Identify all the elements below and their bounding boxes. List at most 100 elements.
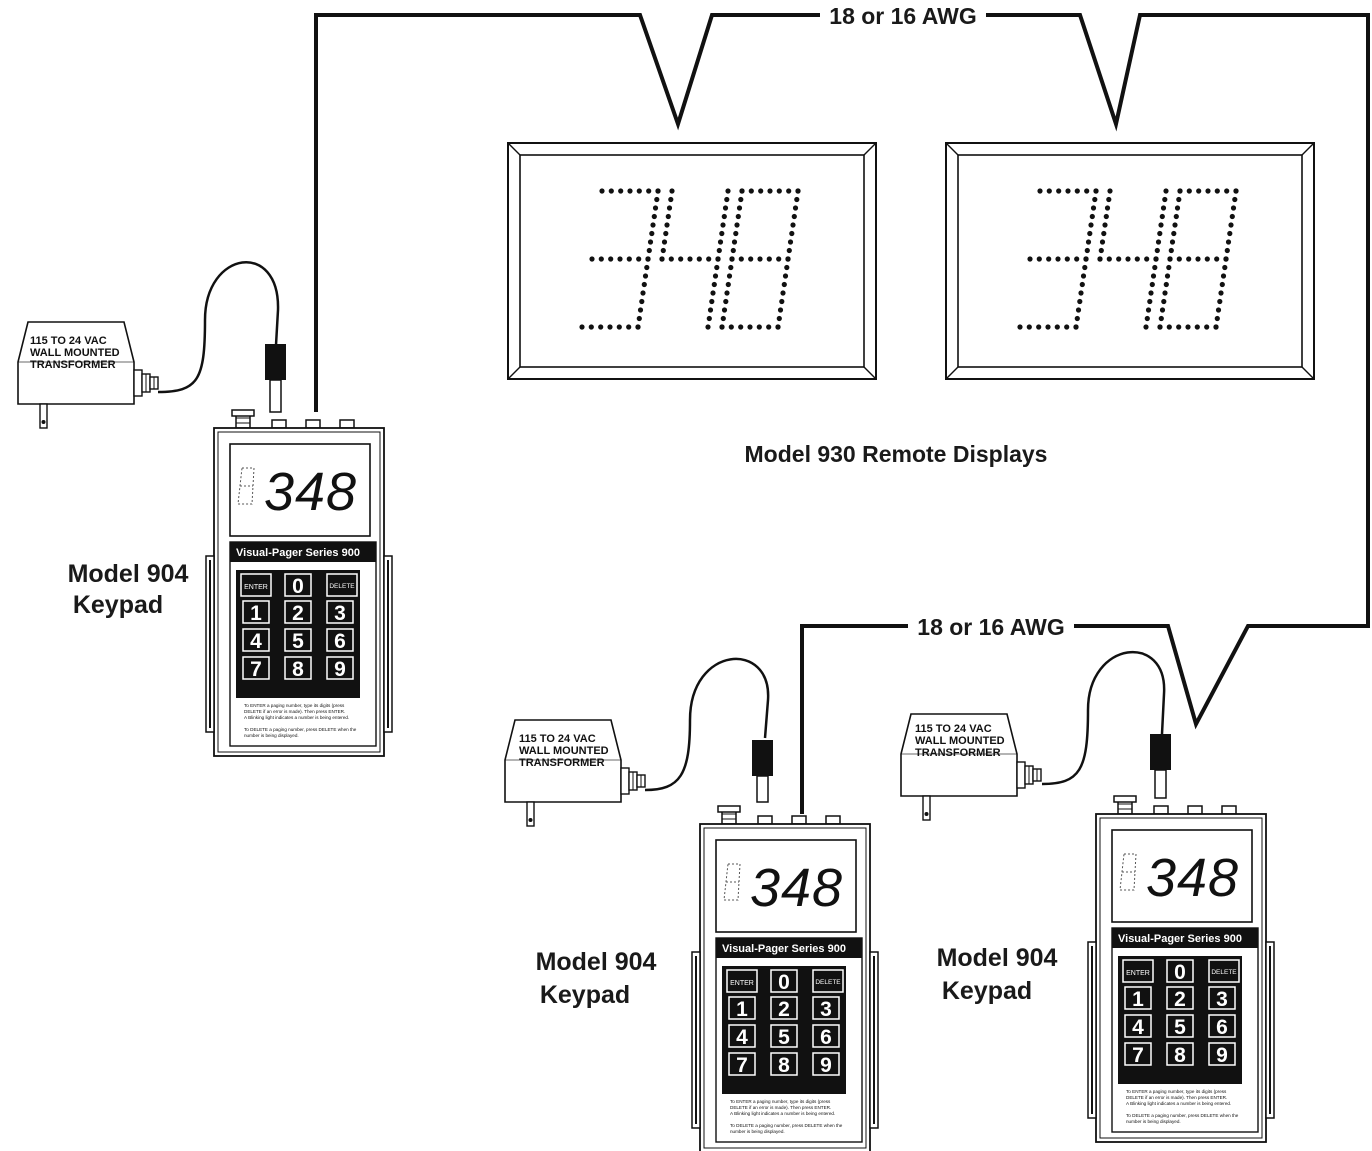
display-led-dot [779, 298, 785, 305]
display-led-dot [649, 230, 655, 237]
display-led-dot [728, 264, 734, 271]
display-led-dot [747, 324, 753, 330]
keypad-1-key-3: 3 [334, 602, 346, 625]
display-led-dot [1172, 222, 1178, 228]
keypad-1-key-4: 4 [250, 630, 262, 653]
display-led-dot [1144, 315, 1150, 322]
display-led-dot [716, 247, 722, 254]
keypad-2: 348 Visual-Pager Series 900 ENTER 0 DELE… [691, 805, 879, 1151]
display-led-dot [664, 222, 670, 228]
keypad-2-instr-1: To ENTER a paging number, type its digit… [730, 1099, 831, 1104]
display-led-dot [1157, 230, 1163, 237]
display-led-dot [1215, 307, 1222, 313]
display-led-dot [636, 315, 642, 322]
keypad-1-key-1: 1 [250, 602, 262, 625]
display-led-dot [1106, 196, 1112, 203]
keypad-1: 348 Visual-Pager Series 900 ENTER 0 DELE… [205, 409, 393, 757]
display-led-dot [792, 205, 799, 211]
display-led-dot [654, 196, 660, 203]
display-led-dot [706, 315, 712, 322]
display-led-dot [636, 188, 642, 194]
display-led-dot [1090, 205, 1097, 211]
display-led-dot [687, 256, 693, 262]
display-led-dot [1144, 256, 1150, 262]
wire-label-bottom: 18 or 16 AWG [917, 614, 1064, 640]
keypad-2-enter-key: ENTER [730, 980, 754, 987]
remote-display-1-digits [579, 188, 801, 330]
display-led-dot [711, 281, 717, 288]
display-led-dot [729, 256, 735, 262]
display-led-dot [637, 307, 644, 313]
display-led-dot [1224, 247, 1230, 254]
keypad-3-instr-4: To DELETE a paging number, press DELETE … [1126, 1113, 1239, 1118]
display-led-dot [1082, 264, 1088, 271]
display-led-dot [1166, 264, 1172, 271]
display-led-dot [1116, 256, 1122, 262]
transformer-3: 115 TO 24 VAC WALL MOUNTED TRANSFORMER [900, 713, 1042, 821]
display-led-dot [738, 196, 744, 203]
remote-displays-caption: Model 930 Remote Displays [745, 441, 1048, 467]
keypad-3: 348 Visual-Pager Series 900 ENTER 0 DELE… [1087, 795, 1275, 1143]
display-led-dot [1150, 273, 1157, 279]
display-led-dot [1036, 256, 1042, 262]
display-led-dot [786, 188, 792, 194]
display-led-dot [640, 290, 646, 296]
keypad-1-key-5: 5 [292, 630, 304, 653]
display-led-dot [1159, 307, 1166, 313]
display-led-dot [1099, 239, 1106, 245]
display-led-dot [1089, 213, 1095, 220]
display-led-dot [1143, 324, 1149, 330]
display-led-dot [1147, 298, 1153, 305]
keypad-3-key-6: 6 [1216, 1016, 1228, 1039]
display-led-dot [665, 213, 671, 220]
display-led-dot [1088, 222, 1094, 228]
display-led-dot [1074, 256, 1080, 262]
display-led-dot [626, 324, 632, 330]
power-cable-2 [644, 657, 770, 792]
display-led-dot [608, 188, 614, 194]
display-led-dot [1176, 256, 1182, 262]
display-led-dot [1194, 324, 1200, 330]
display-led-dot [659, 256, 665, 262]
keypad-3-key-4: 4 [1132, 1016, 1144, 1039]
keypad-2-key-8: 8 [778, 1054, 790, 1077]
remote-display-2-digits [1017, 188, 1239, 330]
display-led-dot [1213, 324, 1219, 330]
display-led-dot [646, 247, 652, 254]
display-led-dot [1168, 247, 1174, 254]
display-led-dot [1157, 324, 1163, 330]
display-led-dot [1222, 264, 1228, 271]
display-led-dot [707, 307, 714, 313]
display-led-dot [650, 222, 656, 228]
display-led-dot [1077, 298, 1083, 305]
display-led-dot [709, 298, 715, 305]
display-led-dot [1195, 256, 1201, 262]
display-led-dot [776, 256, 782, 262]
display-led-dot [1204, 324, 1210, 330]
display-led-dot [717, 239, 724, 245]
display-led-dot [652, 205, 659, 211]
display-led-dot [780, 290, 786, 296]
display-led-dot [1229, 213, 1235, 220]
display-led-dot [626, 256, 632, 262]
display-led-dot [668, 196, 674, 203]
display-led-dot [728, 324, 734, 330]
display-led-dot [651, 213, 657, 220]
display-led-dot [1145, 307, 1152, 313]
keypad-1-model-line1: Model 904 [68, 560, 189, 588]
display-led-dot [735, 213, 741, 220]
keypad-3-key-1: 1 [1132, 988, 1144, 1011]
display-led-dot [661, 239, 668, 245]
keypad-3-delete-key: DELETE [1211, 969, 1237, 976]
display-led-dot [1162, 196, 1168, 203]
display-led-dot [1074, 188, 1080, 194]
display-led-dot [1220, 273, 1227, 279]
keypad-3-lcd-digits: 348 [1146, 848, 1238, 908]
display-led-dot [616, 324, 622, 330]
display-led-dot [1186, 188, 1192, 194]
display-led-dot [1046, 256, 1052, 262]
display-led-dot [721, 213, 727, 220]
display-led-dot [706, 256, 712, 262]
display-led-dot [608, 256, 614, 262]
display-led-dot [723, 298, 729, 305]
